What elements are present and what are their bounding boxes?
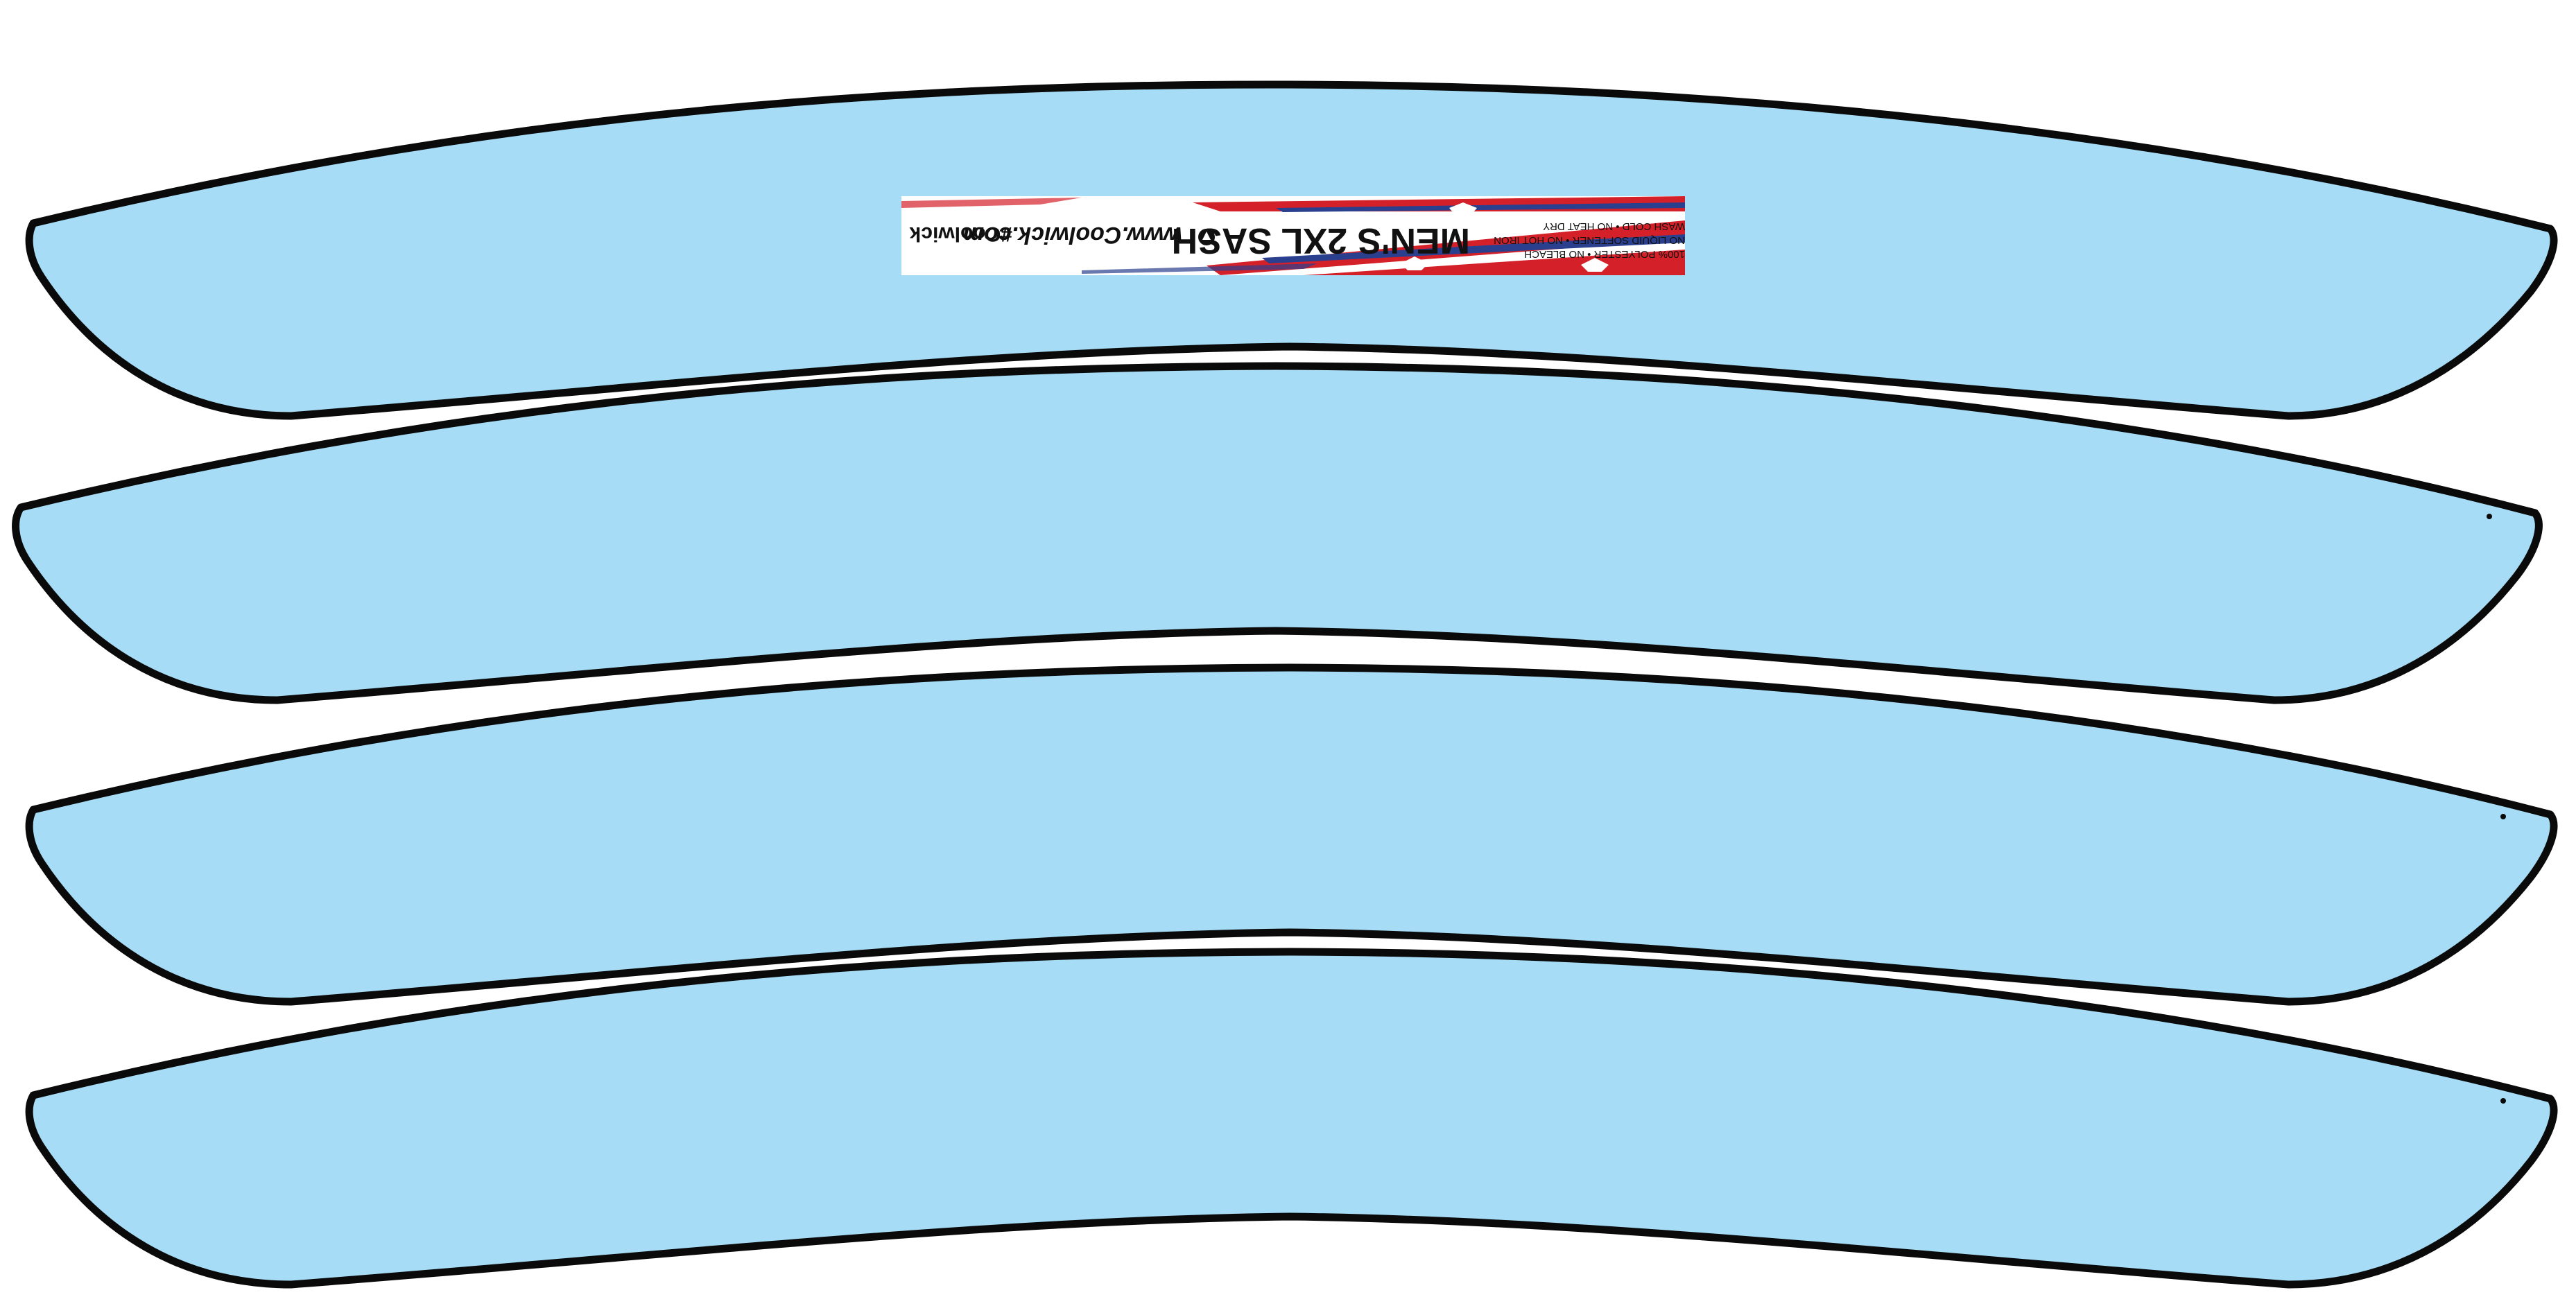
flag-streaks-graphic: [901, 196, 1685, 275]
label-title: MEN'S 2XL SASH: [1172, 220, 1470, 261]
care-label: MEN'S 2XL SASH 100% POLYESTER • NO BLEAC…: [901, 196, 1685, 275]
label-care-line-2: NO LIQUID SOFTENER • NO HOT IRON: [1494, 234, 1685, 246]
coolwick-logo-icon: [1198, 229, 1215, 245]
label-hashtag: #Coolwick: [909, 223, 1012, 245]
label-website: www.Coolwick.com: [963, 222, 1182, 248]
label-care-line-1: 100% POLYESTER • NO BLEACH: [1524, 248, 1685, 260]
sash-panel-3: [25, 663, 2558, 1006]
label-care-line-3: WASH COLD • NO HEAT DRY: [1543, 220, 1685, 232]
sash-panel-4: [25, 948, 2558, 1289]
registration-mark-icon: [2487, 514, 2506, 1104]
sash-panel-2: [12, 362, 2543, 704]
